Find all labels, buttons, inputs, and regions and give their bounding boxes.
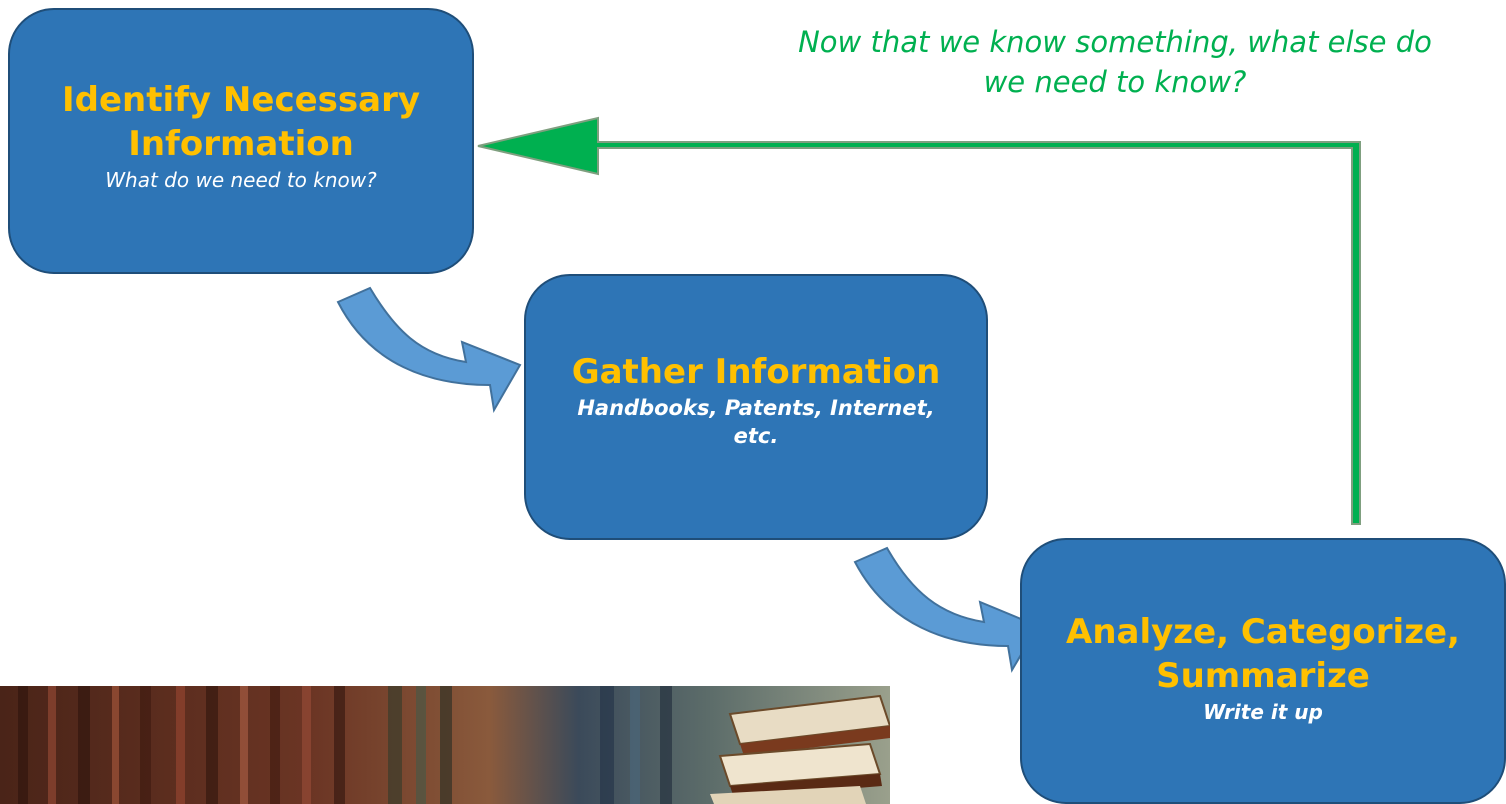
feedback-label: Now that we know something, what else do… xyxy=(798,25,1432,99)
step-title: Analyze, Categorize, Summarize xyxy=(1066,612,1460,696)
step-box-analyze: Analyze, Categorize, Summarize Write it … xyxy=(1020,538,1506,804)
step-title: Gather Information xyxy=(571,352,941,392)
step-subtitle: Handbooks, Patents, Internet, etc. xyxy=(577,396,935,448)
step-arrow-1 xyxy=(336,286,522,413)
step-title: Identify Necessary Information xyxy=(61,80,421,164)
bookshelf-image xyxy=(0,686,890,804)
step-box-gather: Gather Information Handbooks, Patents, I… xyxy=(524,274,988,540)
step-subtitle: Write it up xyxy=(1203,700,1323,724)
step-arrow-2 xyxy=(853,546,1040,673)
step-box-identify: Identify Necessary Information What do w… xyxy=(8,8,474,274)
feedback-arrow xyxy=(477,116,1361,525)
step-subtitle: What do we need to know? xyxy=(105,168,377,192)
